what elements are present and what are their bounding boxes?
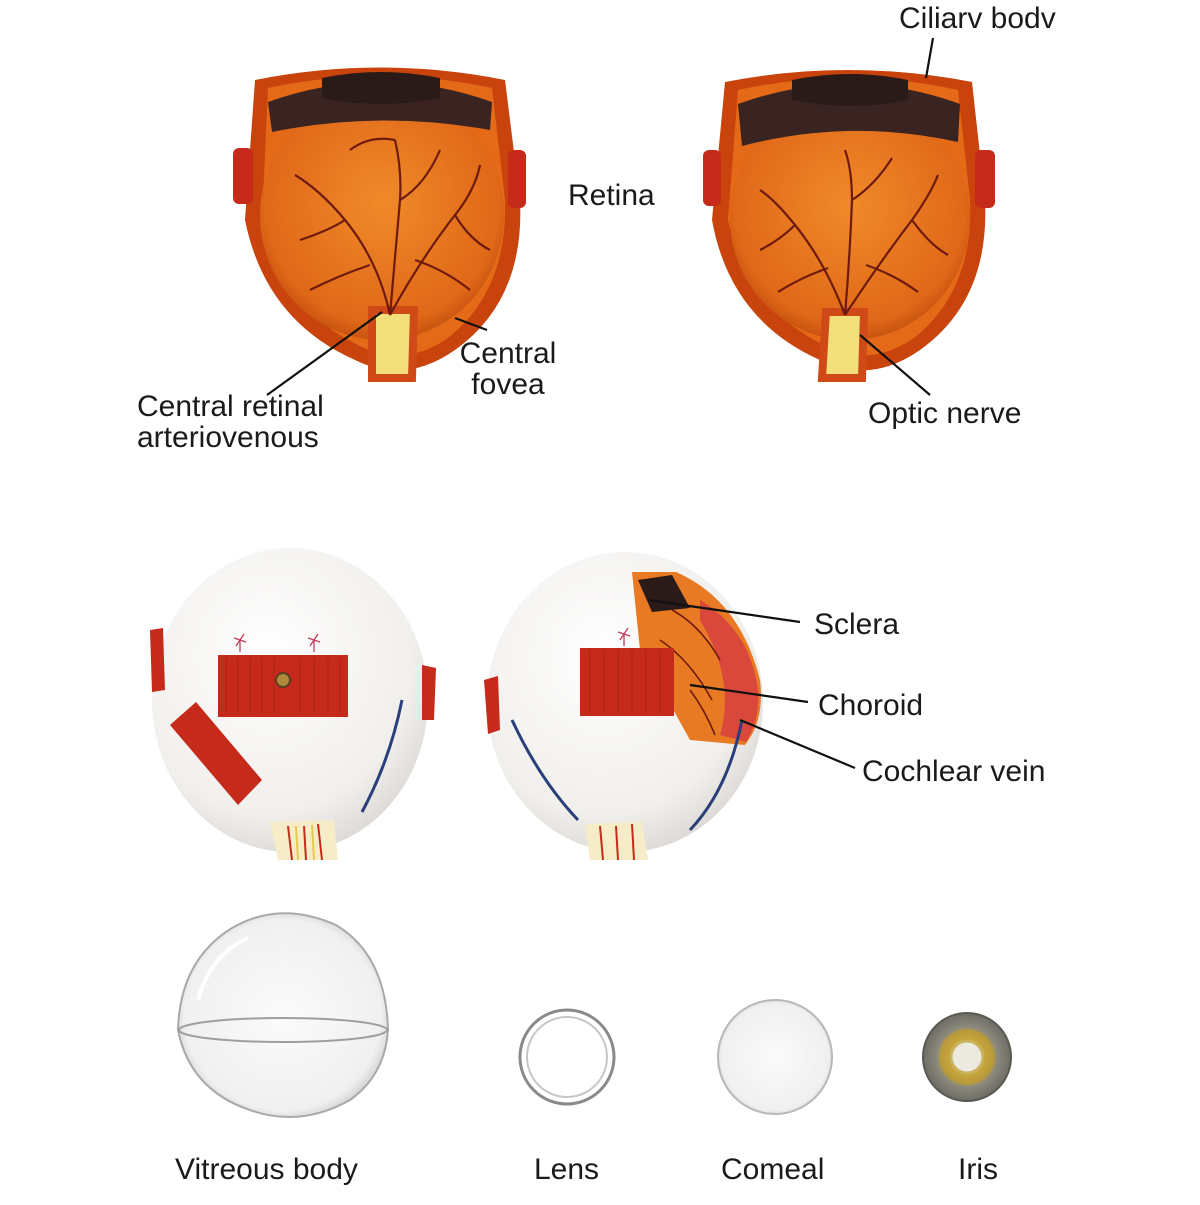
whole-eye-left	[150, 548, 436, 861]
retina-model-right	[703, 70, 995, 382]
lateral-muscle	[484, 676, 500, 734]
label-choroid: Choroid	[818, 689, 924, 722]
leader-optic-nerve	[859, 334, 931, 396]
muscle-right	[975, 150, 995, 208]
cutaway-vessels	[659, 609, 721, 736]
vitreous-body	[176, 912, 390, 1119]
whole-eye-right	[484, 552, 763, 861]
retina-inner	[730, 96, 970, 340]
lens	[518, 1008, 616, 1106]
label-optic-nerve: Optic nerve	[868, 397, 1022, 430]
label-central-retinal-line2: arteriovenous	[137, 421, 319, 454]
vessel-sprigs	[233, 633, 321, 652]
label-central-retinal-line1: Central retinal	[137, 390, 324, 423]
label-vitreous-body: Vitreous body	[175, 1153, 358, 1186]
cochlear-vein	[688, 719, 744, 832]
muscle-left	[703, 150, 721, 206]
lateral-muscle-right	[422, 665, 436, 720]
vein	[360, 699, 404, 813]
leader-ciliary	[924, 37, 935, 79]
label-corneal: Comeal	[721, 1153, 825, 1186]
label-iris: Iris	[958, 1153, 998, 1186]
attachment-pin	[275, 672, 291, 688]
leader-central-fovea	[454, 316, 488, 332]
retina-inner	[260, 90, 504, 340]
cutaway-dark	[638, 575, 690, 612]
label-central-fovea: Central fovea	[440, 338, 576, 400]
lens-top	[322, 72, 440, 104]
retinal-vessels	[294, 137, 491, 316]
corneal	[717, 999, 833, 1115]
choroid-layer	[700, 600, 759, 742]
retina-model-left	[233, 67, 526, 382]
retinal-vessels	[759, 149, 949, 316]
label-central-fovea-line1: Central	[459, 337, 557, 370]
muscle-right	[508, 150, 526, 208]
leader-central-retinal	[266, 311, 383, 396]
label-lens: Lens	[534, 1153, 600, 1186]
leader-cochlear	[739, 718, 856, 770]
optic-nerve-stub	[817, 308, 869, 382]
label-central-fovea-line2: fovea	[471, 368, 545, 401]
muscle-left	[233, 148, 253, 204]
superior-muscle	[580, 648, 674, 716]
label-central-retinal-arteriovenous: Central retinal arteriovenous	[137, 391, 324, 453]
oblique-muscle	[170, 702, 262, 805]
leader-sclera	[647, 598, 801, 624]
optic-nerve-stub	[368, 306, 419, 382]
leader-choroid	[689, 683, 809, 704]
vein	[510, 719, 580, 822]
label-cochlear-vein: Cochlear vein	[862, 755, 1046, 788]
leader-lines	[266, 37, 935, 770]
label-retina: Retina	[568, 179, 655, 212]
lateral-muscle-left	[150, 628, 165, 692]
nerve-vessels	[287, 823, 323, 861]
label-ciliary-body: Ciliarv bodv	[899, 2, 1056, 35]
lens-top	[792, 74, 908, 106]
label-sclera: Sclera	[814, 608, 900, 641]
iris	[922, 1012, 1012, 1102]
